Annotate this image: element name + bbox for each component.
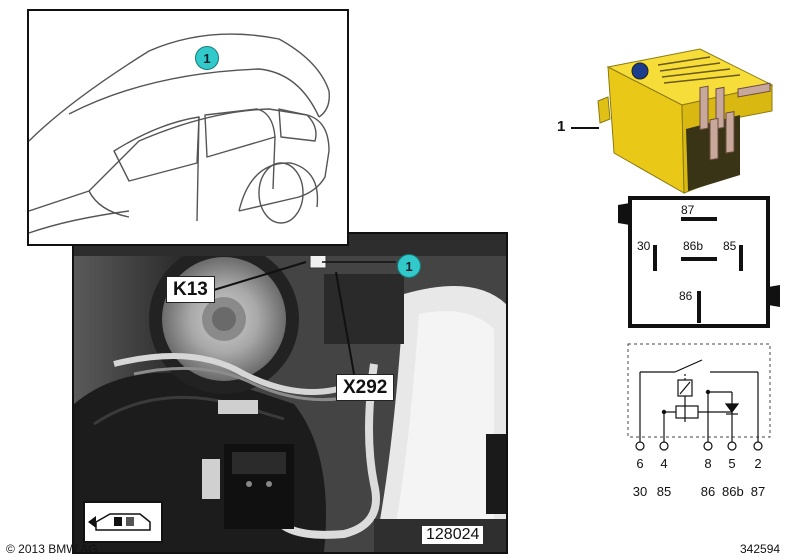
circuit-pin-number: 5 (728, 456, 736, 471)
circuit-pin-number: 8 (704, 456, 712, 471)
diagram-id: 342594 (740, 542, 781, 556)
pin-layout-diagram: 87 30 86b 85 86 (615, 195, 785, 335)
circuit-terminal-label: 86b (722, 484, 744, 499)
pin-label-87: 87 (681, 203, 695, 217)
circuit-diagram: 6 4 8 5 2 30 85 86 86b 87 (620, 342, 780, 502)
label-x292: X292 (336, 374, 395, 401)
installation-photo-art (74, 234, 506, 552)
circuit-terminal-label: 86 (700, 484, 716, 499)
pin-label-30: 30 (637, 239, 651, 253)
relay-art (597, 48, 774, 194)
car-callout-1: 1 (195, 46, 219, 70)
circuit-terminal-label: 30 (632, 484, 648, 499)
circuit-pin-number: 6 (636, 456, 644, 471)
part-label-1: 1 (557, 118, 566, 135)
circuit-terminal-label: 87 (750, 484, 766, 499)
car-outline-art (29, 33, 330, 234)
copyright-text: © 2013 BMW AG (6, 542, 98, 556)
installation-photo: K13 X292 1 128024 (72, 232, 508, 554)
part-leader-line (571, 127, 599, 129)
circuit-art (627, 343, 771, 451)
vehicle-location-diagram: 1 (27, 9, 349, 246)
pin-label-86: 86 (679, 289, 693, 303)
pin-layout-art (618, 196, 780, 328)
circuit-terminal-label: 85 (656, 484, 672, 499)
relay-image (590, 45, 780, 195)
image-number: 128024 (422, 526, 484, 544)
label-k13: K13 (166, 276, 215, 303)
pin-label-86b: 86b (683, 239, 704, 253)
circuit-pin-number: 4 (660, 456, 668, 471)
photo-callout-1: 1 (397, 254, 421, 278)
circuit-pin-number: 2 (754, 456, 762, 471)
pin-label-85: 85 (723, 239, 737, 253)
